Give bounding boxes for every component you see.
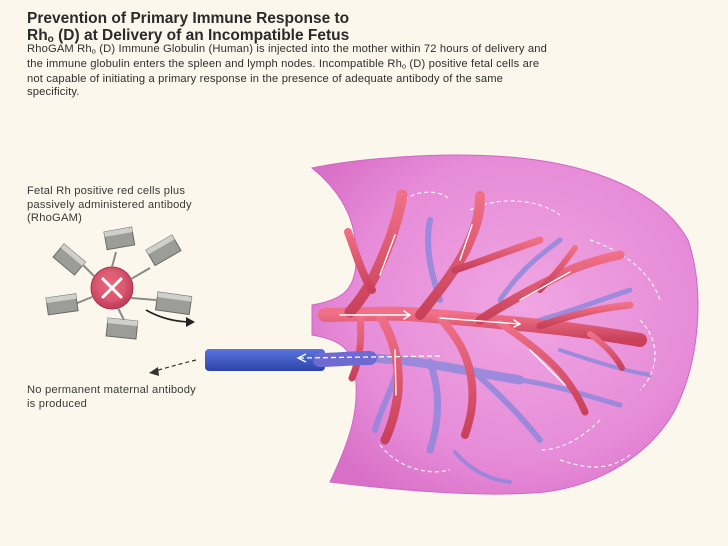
antibody-link-4 [117,307,125,321]
description-part-2: (D) Immune Globulin (Human) is injected … [27,43,547,70]
vein-branch-10 [453,450,512,484]
antibody-block-icon [52,243,87,276]
artery-lower-2 [436,314,477,439]
vein-flow-arrow-head [296,353,307,363]
vein-outflow-arrowhead [149,367,159,376]
artery-flow-arrows [339,224,571,396]
no-antibody-label: No permanent maternal antibody is produc… [27,384,196,410]
artery-up-mid-2 [451,236,544,274]
vein-connection [313,351,377,367]
description-part-3: (D) positive fetal cells are not capable… [27,57,540,98]
vein-branch-7 [497,237,563,303]
antibody-link-1 [111,251,117,268]
cell-to-artery-arrowhead [186,317,195,327]
artery-arrow-4 [459,224,473,261]
artery-lower-1 [375,311,403,445]
flow-dash-4 [639,319,656,391]
artery-up-mid [415,191,485,320]
flow-dash-6 [379,444,451,473]
fetal-cells-label: Fetal Rh positive red cells plus passive… [27,185,192,224]
flow-dash-3 [589,239,661,301]
diagram-title: Prevention of Primary Immune Response to… [27,10,587,48]
artery-arrow-6 [394,349,397,396]
title-line-2-prefix: Rh [27,27,48,44]
antibody-block-icon [145,234,182,267]
antibody-block-icon [103,226,136,251]
artery-lower-4 [587,331,625,371]
vein-branch-1 [365,353,525,385]
title-line-1: Prevention of Primary Immune Response to [27,10,350,27]
antibody-link-2 [130,267,151,280]
antibody-block-icon [105,317,139,340]
artery-right-mid [536,301,634,330]
artery-arrow-2 [439,317,521,325]
flow-dash-7 [559,454,631,468]
artery-tree [205,189,647,445]
antibody-link-5 [74,296,93,305]
red-cell-x-icon [90,266,134,310]
vein-branch-3 [467,365,543,443]
antibody-block-icon [154,291,193,316]
vein-flow-arrow [299,355,441,359]
description-paragraph: RhoGAM Rho (D) Immune Globulin (Human) i… [27,43,557,99]
antibody-block-icon [45,293,79,316]
antibody-blocks [45,226,193,340]
description-subscript-2: o [401,61,407,71]
antibody-link-3 [130,297,157,301]
artery-lower-5 [348,312,365,382]
artery-upper [344,189,408,318]
title-line-2-suffix: (D) at Delivery of an Incompatible Fetus [53,27,350,44]
artery-lower-3 [496,319,589,416]
flow-dash-5 [539,419,601,451]
artery-arrow-5 [519,271,571,301]
vein-branch-2 [426,358,441,454]
artery-right-upper [475,250,625,325]
artery-arrow-7 [529,349,566,386]
flow-dash-1 [399,191,451,206]
vein-branch-8 [537,287,633,323]
vein-branch-9 [558,348,652,377]
artery-arrow-2-head [513,319,522,328]
artery-upper-2 [344,228,376,294]
description-part-1: RhoGAM Rh [27,43,92,55]
artery-arrow-1-head [403,310,412,320]
description-subscript-1: o [91,46,96,56]
vein-trunk [205,349,325,371]
vein-outflow-arrow [151,359,197,373]
title-line-2-subscript: o [47,34,54,45]
artery-arrow-3 [379,234,396,276]
